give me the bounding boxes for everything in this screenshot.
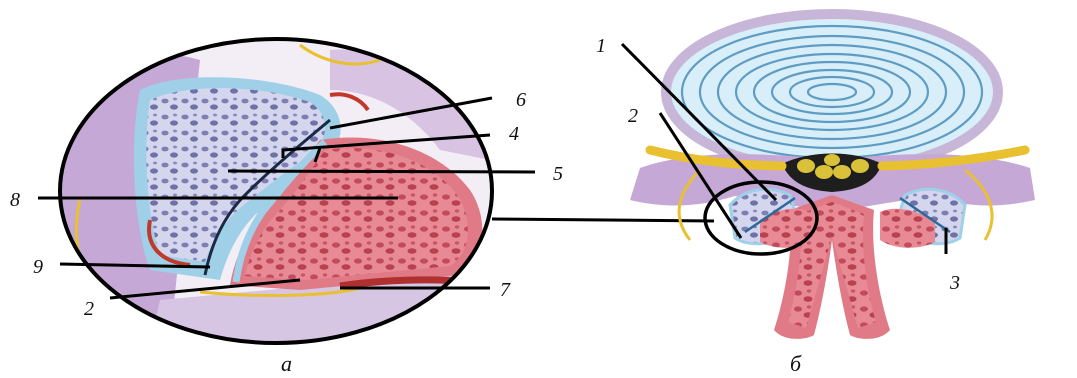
label-3: 3 [949, 272, 960, 294]
label-6: 6 [516, 89, 526, 111]
panel-b-illustration [630, 14, 1035, 339]
label-9: 9 [33, 256, 43, 278]
label-4: 4 [509, 123, 519, 145]
leader-5 [228, 171, 535, 172]
caption-b: б [790, 351, 802, 376]
label-1: 1 [596, 35, 606, 57]
label-8: 8 [10, 189, 20, 211]
label-2a: 2 [84, 298, 94, 320]
label-5: 5 [553, 163, 563, 185]
label-2b: 2 [628, 105, 638, 127]
caption-a: а [281, 351, 292, 376]
label-7: 7 [500, 279, 511, 301]
